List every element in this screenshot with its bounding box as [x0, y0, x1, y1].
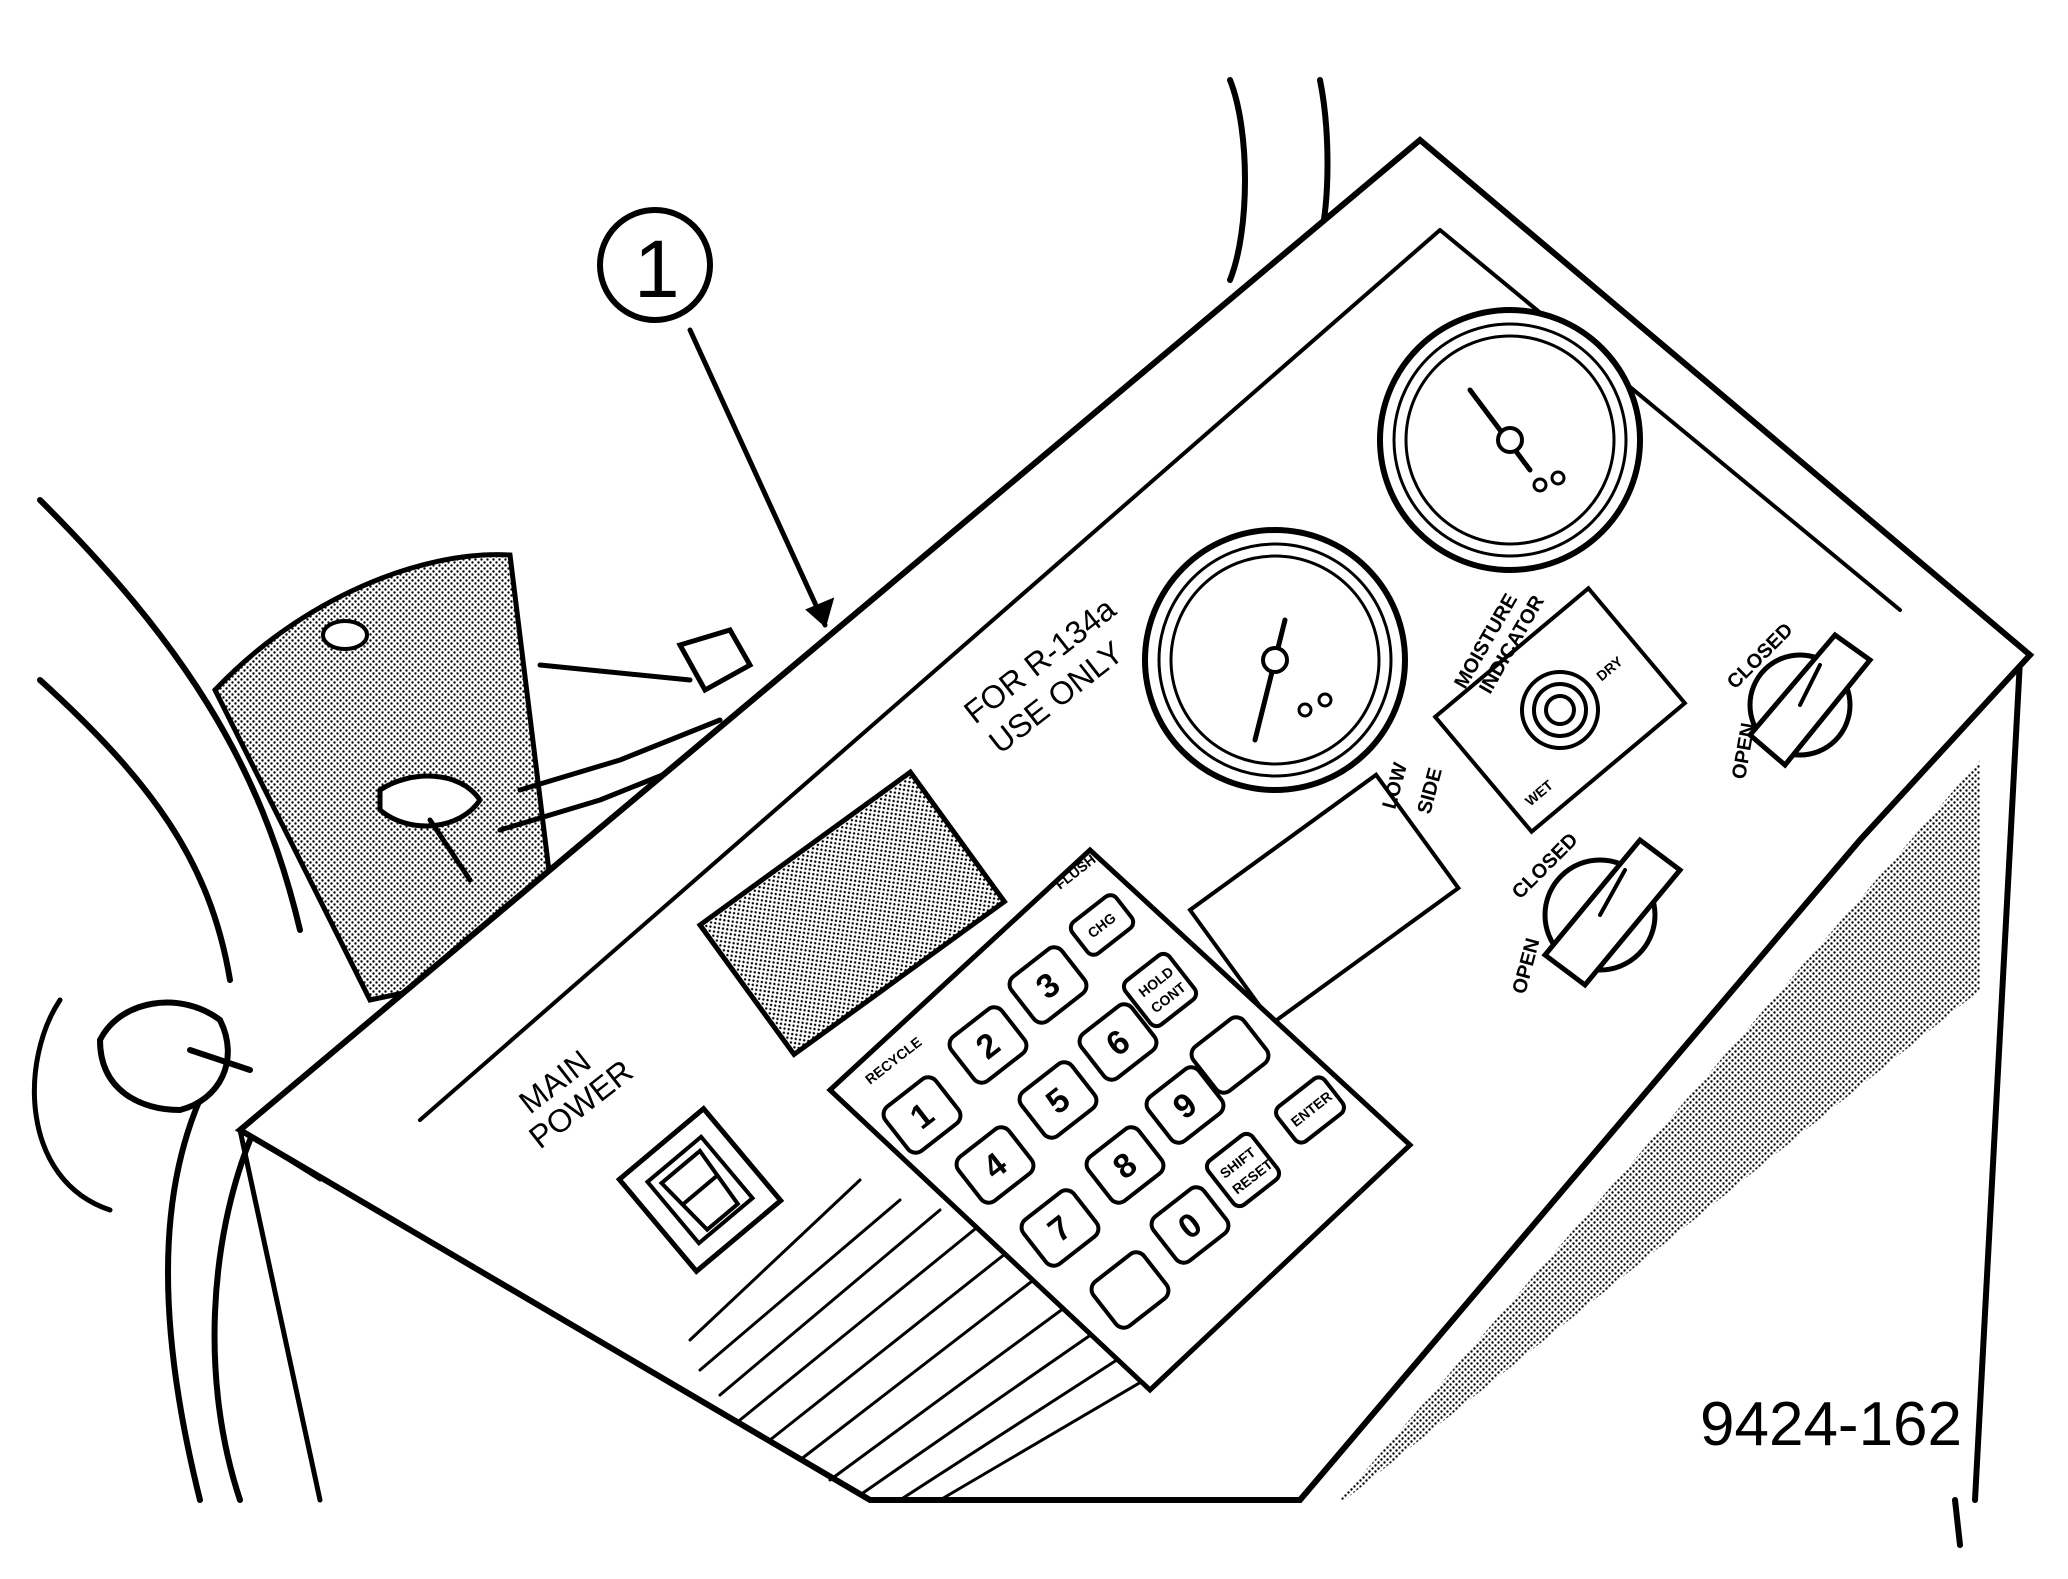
key-2[interactable]: 2 — [946, 1003, 1031, 1087]
lower-valve-knob[interactable] — [1541, 836, 1684, 989]
enter-key[interactable]: ENTER — [1273, 1074, 1347, 1146]
moisture-indicator: WET DRY — [1432, 585, 1688, 835]
key-7[interactable]: 7 — [1018, 1186, 1103, 1270]
high-side-gauge — [1377, 307, 1643, 573]
shift-reset-key[interactable]: SHIFT RESET — [1204, 1131, 1283, 1210]
key-4[interactable]: 4 — [953, 1123, 1038, 1207]
chg-key[interactable]: CHG — [1068, 892, 1137, 958]
key-0[interactable]: 0 — [1148, 1183, 1233, 1267]
display-screen — [696, 768, 1008, 1058]
key-6[interactable]: 6 — [1076, 1000, 1161, 1084]
callout-number: 1 — [634, 224, 680, 315]
hold-cont-key[interactable]: HOLD CONT — [1121, 951, 1200, 1030]
figure-id: 9424-162 — [1700, 1390, 1962, 1459]
key-blank-top[interactable] — [1188, 1013, 1273, 1097]
keypad: 1 2 3 4 5 6 7 8 — [826, 846, 1414, 1394]
label-plate — [1187, 772, 1462, 1027]
cabinet-side — [1340, 657, 2023, 1548]
key-1[interactable]: 1 — [880, 1073, 965, 1157]
filter-housing — [211, 552, 754, 1003]
key-blank-bottom[interactable] — [1088, 1248, 1173, 1332]
low-side-gauge — [1142, 527, 1408, 793]
callout-1: 1 — [597, 207, 835, 628]
side-knob — [96, 999, 253, 1114]
key-8[interactable]: 8 — [1083, 1123, 1168, 1207]
key-3[interactable]: 3 — [1006, 943, 1091, 1027]
key-9[interactable]: 9 — [1143, 1063, 1228, 1147]
main-power-switch[interactable] — [615, 1105, 785, 1275]
key-5[interactable]: 5 — [1016, 1058, 1101, 1142]
vent-grille — [688, 1178, 1172, 1502]
upper-valve-knob[interactable] — [1746, 631, 1874, 769]
